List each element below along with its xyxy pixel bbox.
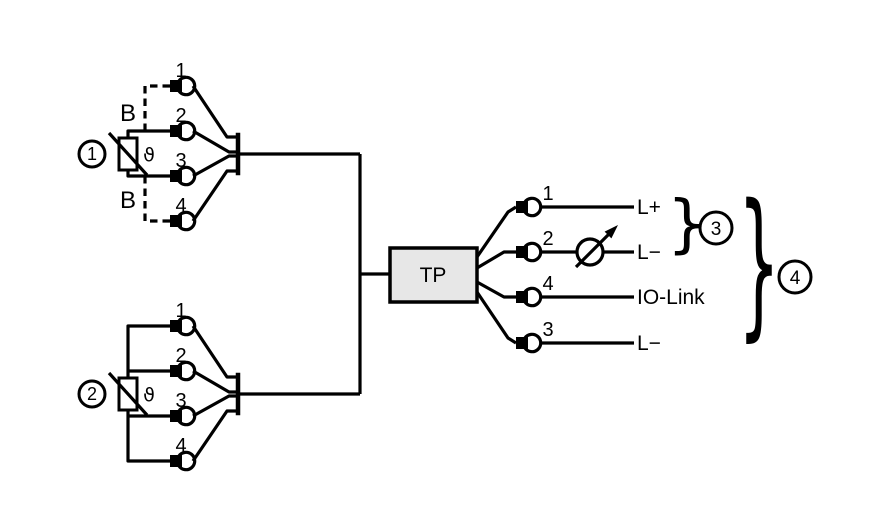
sensor2-connector-funnel [191,325,241,462]
port-pin2-number: 2 [542,228,553,250]
sensor2-ref-circle [77,379,107,409]
label-l-minus: L− [637,332,661,355]
sensor1-lead-pin2 [126,129,170,138]
label-io-link: IO-Link [637,286,705,309]
sensor2-pin1-number: 1 [175,300,186,322]
output-port: 1 2 4 3 L+ L− IO-Link L− [514,183,705,355]
group-3: } 3 [667,187,734,260]
sensor1-bridge-bottom [143,176,170,223]
label-l-plus: L+ [637,196,661,219]
group3-ref-number: 3 [711,219,722,240]
bus-wiring [238,152,390,396]
port-pin1-socket-icon [514,196,543,218]
sensor1-pin2-number: 2 [175,105,186,127]
sensor1-connector-funnel [191,85,241,222]
sensor1-pin1-number: 1 [175,60,186,82]
thermistor-diagonal-icon [107,131,149,177]
sensor1-pin3-number: 3 [175,150,186,172]
tp-box [388,246,479,304]
tp-wire-pin3 [475,291,517,345]
group4-ref-number: 4 [790,268,801,289]
group-4: } 4 [738,170,813,356]
sensor-1: 1 ϑ B B 1 2 3 4 [77,60,241,232]
sensor1-ref-circle [77,139,107,169]
port-pin3-socket-icon [514,332,543,354]
sensor2-theta-symbol: ϑ [143,384,155,406]
tp-wire-pin1 [475,205,517,258]
sensor1-lead-pin3 [126,170,170,178]
sensor1-bridge-bottom-label: B [120,187,136,214]
sensor2-lead-pin4 [126,410,170,463]
sensor2-ref-number: 2 [87,384,97,404]
port-pin4-number: 4 [542,273,553,295]
group3-ref-circle [698,210,734,246]
sensor1-theta-symbol: ϑ [143,144,155,166]
port-pin1-number: 1 [542,183,553,205]
sensor2-lead-pin1 [126,324,170,378]
sensor2-pin3-number: 3 [175,390,186,412]
port-pin3-number: 3 [542,319,553,341]
port-pin2-socket-icon [514,241,543,263]
brace-4-icon: } [738,170,780,356]
tp-wire-pin4 [476,280,516,299]
thermistor-diagonal-icon [107,371,149,417]
group4-ref-circle [777,259,813,295]
sensor1-bridge-top [143,84,170,131]
sensor1-pin4-number: 4 [175,195,186,217]
tp-label: TP [420,264,447,287]
label-l-minus-analog: L− [637,241,661,264]
analog-meter-icon [574,225,618,269]
port-pin4-socket-icon [514,286,543,308]
sensor1-bridge-top-label: B [120,100,136,127]
sensor1-ref-number: 1 [87,144,97,164]
tp-wire-pin2 [476,250,516,270]
tp-converter: TP [388,205,517,345]
sensor-2: 2 ϑ 1 2 3 4 [77,300,241,472]
sensor2-pin2-number: 2 [175,345,186,367]
sensor2-pin4-number: 4 [175,435,186,457]
